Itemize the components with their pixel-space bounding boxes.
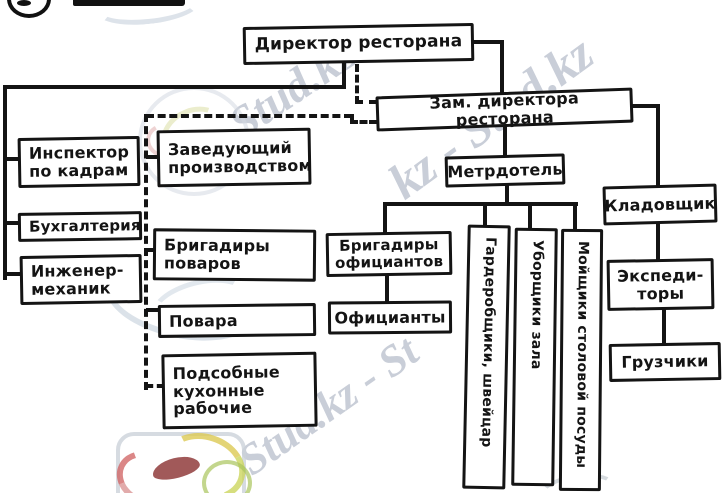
node-label: Метрдотель	[447, 159, 563, 182]
connector-drop-hall-cleaners	[528, 202, 532, 230]
connector-to-deputy	[500, 40, 504, 94]
connector-director-down	[342, 62, 346, 89]
connector-left-trunk	[3, 85, 7, 280]
node-hr-inspector: Инспектор по кадрам	[17, 135, 141, 189]
dashed-stub-cook-brigades	[146, 248, 155, 252]
node-waiter-brigades: Бригадиры официантов	[325, 230, 453, 278]
node-forwarders: Экспеди- торы	[606, 258, 715, 311]
dashed-production-trunk	[144, 114, 148, 390]
node-storekeeper: Кладовщик	[602, 183, 718, 226]
stud-kz-logo-bottom	[116, 432, 246, 493]
scan-bar-artifact	[73, 0, 185, 6]
node-label: Грузчики	[621, 351, 709, 372]
node-label: Кладовщик	[604, 193, 716, 215]
node-label: Директор ресторана	[254, 31, 463, 56]
connector-maitre-down	[505, 184, 509, 206]
dashed-stub-production	[146, 155, 158, 159]
logo-bird-body	[150, 452, 202, 484]
connector-drop-cloakroom	[483, 202, 487, 227]
node-label: Зам. директора ресторана	[429, 87, 580, 130]
connector-forwarders-loaders	[662, 308, 666, 345]
connector-stub-accounting	[6, 221, 20, 225]
dashed-stub-cooks	[146, 308, 160, 312]
node-label: Экспеди- торы	[616, 264, 704, 303]
connector-brigades-waiters	[385, 274, 389, 303]
connector-deputy-maitre	[503, 125, 507, 157]
node-kitchen-helpers: Подсобные кухонные рабочие	[161, 351, 318, 430]
circled-number-mark	[17, 0, 31, 6]
node-cook-brigades: Бригадиры поваров	[152, 228, 317, 282]
node-label: Бригадиры официантов	[334, 235, 444, 272]
connector-stub-engineer	[6, 272, 22, 276]
connector-stub-hr	[6, 157, 20, 161]
node-waiters: Официанты	[327, 300, 453, 335]
node-label: Заведующий производством	[167, 137, 312, 177]
logo-yellow-crest	[153, 422, 255, 493]
connector-left-horizontal	[3, 85, 345, 89]
dashed-director-deputy	[355, 64, 359, 104]
connector-director-right	[473, 40, 503, 44]
logo-red-wing	[107, 441, 187, 493]
connector-maitre-bar	[383, 202, 578, 206]
dashed-stub-kitchen-helpers	[146, 384, 164, 388]
node-director: Директор ресторана	[242, 22, 475, 66]
dashed-main-horizontal	[146, 114, 352, 118]
connector-drop-dishwashers	[573, 202, 577, 231]
node-label: Официанты	[334, 307, 446, 328]
node-dishwashers: Мойщики столовой посуды	[558, 228, 604, 492]
node-deputy-director: Зам. директора ресторана	[375, 87, 634, 132]
dashed-stub-deputy-2	[350, 120, 377, 124]
node-loaders: Грузчики	[608, 342, 722, 382]
node-maitre: Метрдотель	[444, 153, 566, 188]
connector-to-storekeeper	[656, 104, 660, 187]
node-label: Инженер- механик	[30, 259, 124, 299]
node-label: Мойщики столовой посуды	[573, 240, 592, 469]
node-label: Подсобные кухонные рабочие	[172, 361, 280, 419]
node-cloakroom-attendants: Гардеробщики, швейцар	[462, 224, 511, 490]
node-label: Повара	[168, 310, 238, 331]
node-label: Бухгалтерия	[28, 216, 141, 236]
node-accounting: Бухгалтерия	[17, 211, 143, 242]
node-engineer-mechanic: Инженер- механик	[19, 253, 143, 306]
node-production-manager: Заведующий производством	[156, 127, 312, 188]
node-hall-cleaners: Уборщики зала	[511, 227, 558, 487]
logo-green-ring	[202, 460, 252, 493]
dashed-corner	[350, 114, 354, 124]
connector-drop-waiter-brigades	[383, 202, 387, 234]
node-label: Бригадиры поваров	[163, 235, 271, 274]
connector-deputy-right	[630, 104, 660, 108]
node-label: Гардеробщики, швейцар	[478, 236, 499, 448]
dashed-stub-deputy-1	[355, 100, 377, 104]
node-label: Уборщики зала	[527, 239, 546, 370]
node-cooks: Повара	[157, 303, 317, 338]
node-label: Инспектор по кадрам	[28, 142, 130, 181]
connector-storekeeper-forwarders	[656, 222, 660, 261]
